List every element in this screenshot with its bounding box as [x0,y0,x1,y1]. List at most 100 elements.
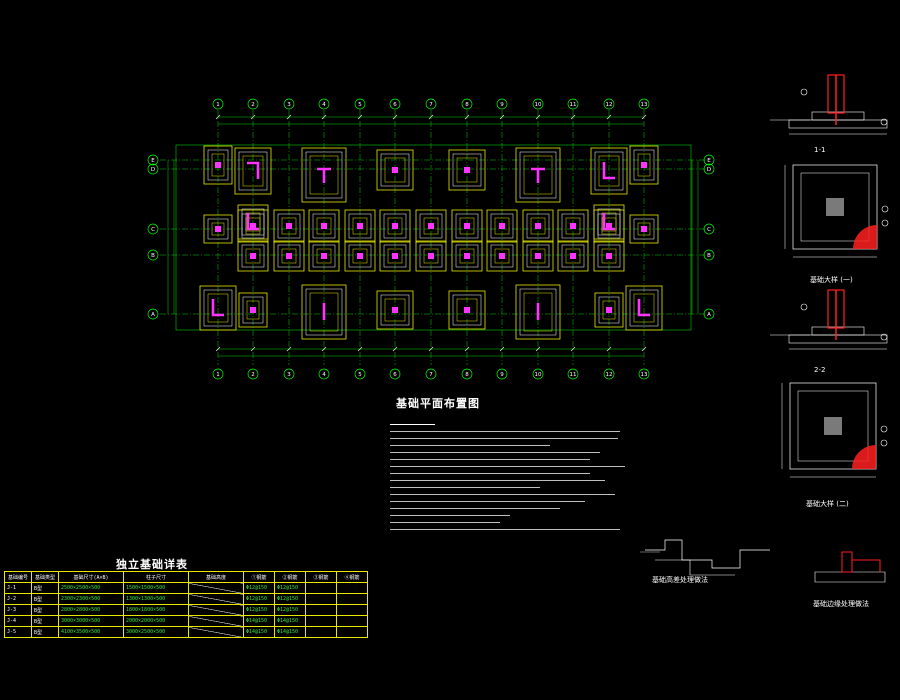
footing-outer [199,285,237,331]
footing-inner [594,151,624,191]
footing-pedestal [601,212,617,232]
section-callout [800,88,808,96]
axis-bubble-bottom [283,368,295,380]
dimension-lines [167,114,699,357]
axis-bubble-top [532,98,544,110]
footing-pedestal [423,248,439,264]
footing-outer [379,209,411,243]
axis-bubble-right [703,223,715,235]
column-square [464,253,470,259]
edge-column [841,551,853,573]
footing-pedestal [207,293,229,323]
axis-bubble-right [703,154,715,166]
table-cell: Φ12@150 [274,582,306,594]
footing-pedestal [637,222,651,236]
header-cell: ②钢筋 [274,571,306,583]
section-callout [880,333,888,341]
footing-pedestal [601,248,617,264]
footing-inner [633,149,655,181]
footing-inner [597,208,621,236]
dimension-tick [570,346,576,352]
dimension-tick [464,346,470,352]
dimension-tick [321,346,327,352]
axis-bubble-top [567,98,579,110]
plan-callout [880,439,888,447]
column-square [250,253,256,259]
header-cell: 基础类型 [31,571,59,583]
dimension-tick [357,114,363,120]
footing-inner [519,288,557,336]
footing-inner [452,153,482,187]
column-square [250,223,256,229]
table-cell: B型 [31,626,59,638]
footing-inner [312,244,336,268]
axis-bubble-top-label: 1 [216,102,220,108]
axis-bubble-left [147,163,159,175]
axis-bubble-bottom [425,368,437,380]
footing-inner [526,213,550,239]
header-cell: ①钢筋 [243,571,275,583]
footing-outer [203,145,233,185]
axis-bubble-right [703,249,715,261]
axis-bubble-bottom-label: 5 [358,372,362,378]
axis-bubble-left-label: B [151,253,155,259]
footing-outer [486,240,518,272]
table-cell [336,604,368,616]
axis-bubble-bottom [567,368,579,380]
footing-pedestal [384,157,406,183]
footing-inner [305,151,343,199]
dimension-tick [215,346,221,352]
footing-pedestal [530,248,546,264]
axis-bubble-bottom-label: 4 [322,372,326,378]
dimension-tick [641,346,647,352]
footing-pedestal [245,248,261,264]
table-cell: Φ14@150 [243,615,275,627]
plan-column [826,198,844,216]
footing-pedestal [211,222,225,236]
table-cell: Φ12@150 [243,582,275,594]
table-title: 独立基础详表 [116,558,188,571]
table-cell: Φ14@150 [274,615,306,627]
table-cell [336,593,368,605]
footing-inner [383,213,407,239]
table-cell [188,615,244,627]
column-square [286,223,292,229]
axis-bubble-bottom-label: 2 [251,372,255,378]
dimension-tick [357,346,363,352]
footing-pedestal [242,155,264,187]
table-cell [188,604,244,616]
table-row: J-2 B型 2300×2300×500 1300×1300×500 Φ12@1… [4,593,368,605]
table-cell [305,615,337,627]
table-cell: Φ14@150 [274,626,306,638]
column-l [246,213,259,231]
column-square [535,223,541,229]
axis-bubble-top-label: 13 [641,102,648,108]
axis-bubble-bottom [389,368,401,380]
axis-bubble-right-label: A [707,312,711,318]
column-square [428,253,434,259]
table-cell: 1800×1800×500 [123,604,189,616]
table-cell: Φ12@150 [243,593,275,605]
axis-bubble-right-label: B [707,253,711,259]
footing-outer [308,240,340,272]
dimension-tick [464,114,470,120]
footing-pedestal [309,292,339,332]
footing-inner [380,153,410,187]
axis-bubble-top-label: 7 [429,102,433,108]
table-cell: J-4 [4,615,32,627]
plan-callout [881,205,889,213]
axis-bubble-top [247,98,259,110]
axis-bubble-bottom [638,368,650,380]
footing-outer [376,149,414,191]
footing-outer [557,240,589,272]
column-l [602,162,615,180]
footing-pedestal [352,217,368,235]
footing-pedestal [309,155,339,195]
footing-inner [526,244,550,268]
footing-inner [490,213,514,239]
table-row: J-5 B型 4100×3500×500 3000×2500×500 Φ14@1… [4,626,368,638]
footing-outer [486,209,518,243]
column-square [392,253,398,259]
dimension-tick [286,346,292,352]
